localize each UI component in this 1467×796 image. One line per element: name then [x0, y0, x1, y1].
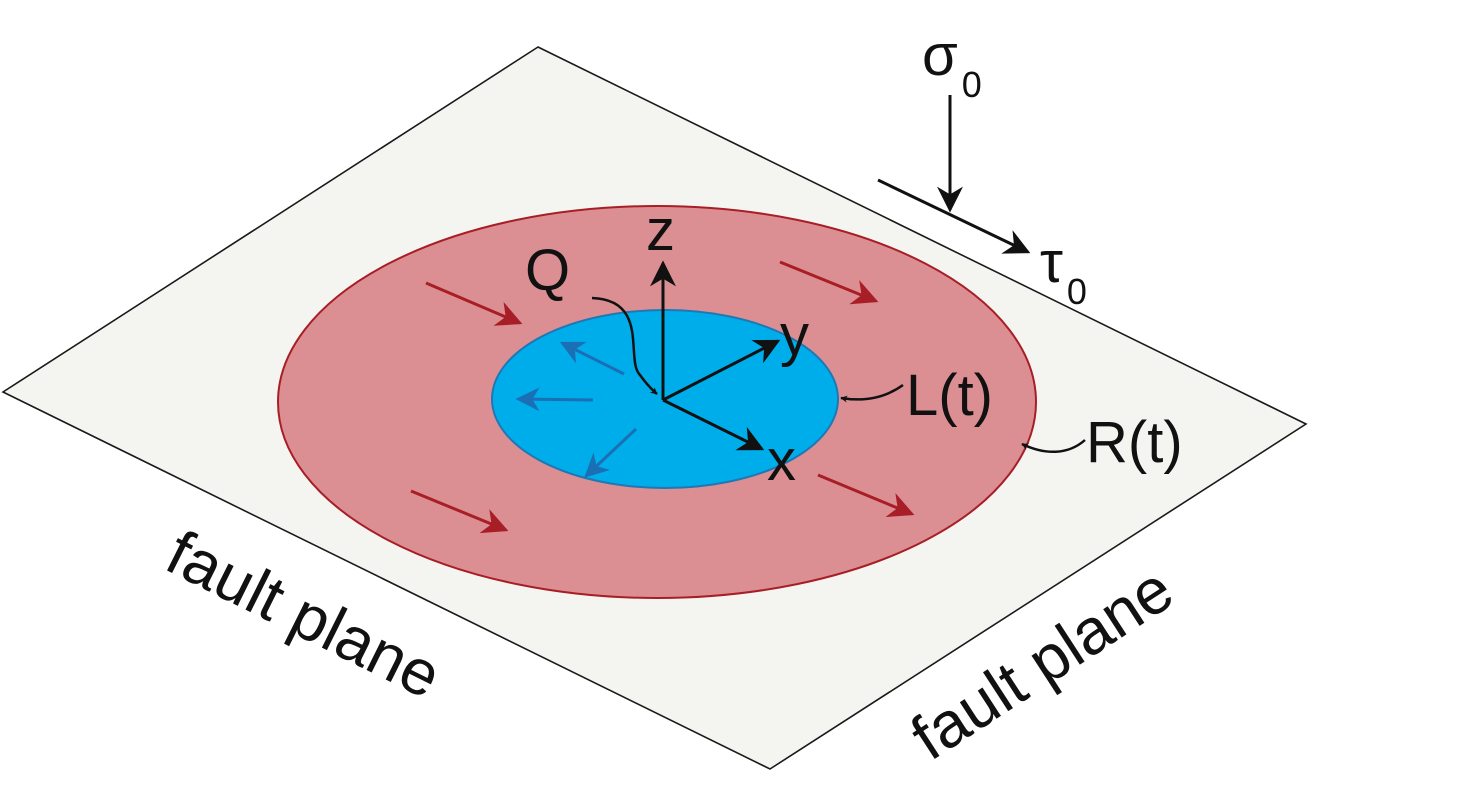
blue-arrows	[515, 341, 638, 478]
z-label: z	[646, 198, 675, 263]
blue-arrow	[559, 341, 625, 376]
y-axis	[662, 339, 781, 402]
l-pointer	[840, 383, 904, 403]
q-pointer	[591, 296, 658, 395]
red-arrow	[817, 473, 915, 518]
red-arrow	[410, 489, 509, 534]
tau-arrow	[877, 178, 1031, 254]
stress-arrows	[877, 95, 1031, 254]
red-arrow	[425, 281, 523, 326]
x-axis	[662, 398, 765, 451]
tau-subscript: 0	[1067, 271, 1087, 312]
y-label: y	[780, 303, 809, 368]
red-arrow	[779, 260, 879, 305]
tau-symbol: τ	[1040, 230, 1063, 295]
sigma-subscript: 0	[962, 64, 982, 105]
r-label: R(t)	[1086, 410, 1183, 475]
sigma-symbol: σ	[922, 23, 958, 88]
red-arrows	[410, 260, 915, 534]
blue-arrow	[584, 427, 638, 478]
x-label: x	[767, 428, 796, 493]
blue-arrow	[515, 387, 594, 412]
r-pointer	[1021, 439, 1086, 454]
coordinate-axes	[650, 260, 781, 451]
l-label: L(t)	[906, 363, 993, 428]
q-label: Q	[525, 238, 570, 303]
